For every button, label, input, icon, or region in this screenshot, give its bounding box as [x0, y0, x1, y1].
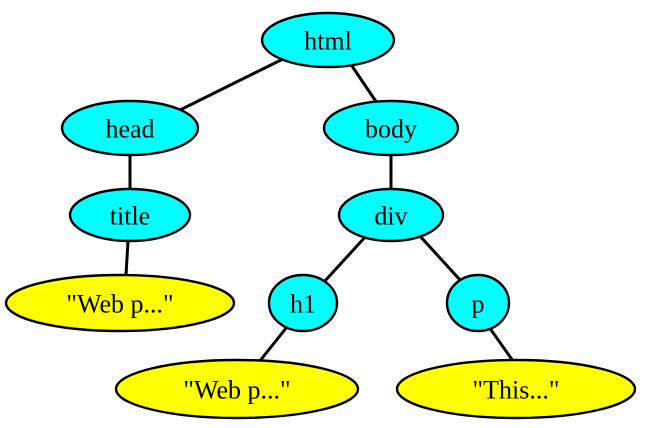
- node-label-head: head: [105, 115, 154, 144]
- node-shape-body: [322, 99, 460, 157]
- node-shape-h1: [267, 273, 339, 333]
- node-shape-title: [68, 187, 192, 243]
- node-label-h1-text: "Web p...": [183, 376, 290, 405]
- node-label-div: div: [374, 202, 407, 231]
- edge-title-to-title-text: [124, 240, 130, 276]
- node-shape-p: [445, 273, 511, 333]
- edge-p-to-p-text: [487, 326, 515, 362]
- edge-div-to-p: [417, 233, 463, 283]
- node-label-title-text: "Web p...": [66, 290, 173, 319]
- node-label-title: title: [110, 202, 150, 231]
- node-shape-title-text: [4, 273, 236, 333]
- node-shape-head: [60, 99, 200, 157]
- node-shape-html: [260, 11, 396, 69]
- node-label-h1: h1: [290, 290, 316, 319]
- edge-div-to-h1: [322, 233, 369, 284]
- node-label-body: body: [365, 115, 417, 144]
- nodes-group: html head body title div "Web p..." h1 p "Web p.…: [4, 11, 637, 420]
- node-html[interactable]: html: [260, 11, 396, 69]
- edge-html-to-head: [177, 56, 286, 113]
- node-h1[interactable]: h1: [267, 273, 339, 333]
- node-shape-p-text: [395, 358, 637, 420]
- node-label-p-text: "This...": [473, 376, 560, 405]
- node-title-text[interactable]: "Web p...": [4, 273, 236, 333]
- node-shape-h1-text: [114, 358, 360, 420]
- node-div[interactable]: div: [337, 187, 445, 243]
- node-label-p: p: [472, 290, 485, 319]
- node-head[interactable]: head: [60, 99, 200, 157]
- node-body[interactable]: body: [322, 99, 460, 157]
- node-p-text[interactable]: "This...": [395, 358, 637, 420]
- edge-html-to-body: [350, 65, 379, 104]
- node-title[interactable]: title: [68, 187, 192, 243]
- node-h1-text[interactable]: "Web p...": [114, 358, 360, 420]
- node-p[interactable]: p: [445, 273, 511, 333]
- edge-h1-to-h1-text: [257, 326, 289, 363]
- node-shape-div: [337, 187, 445, 243]
- node-label-html: html: [304, 27, 352, 56]
- edges-group: [124, 56, 515, 363]
